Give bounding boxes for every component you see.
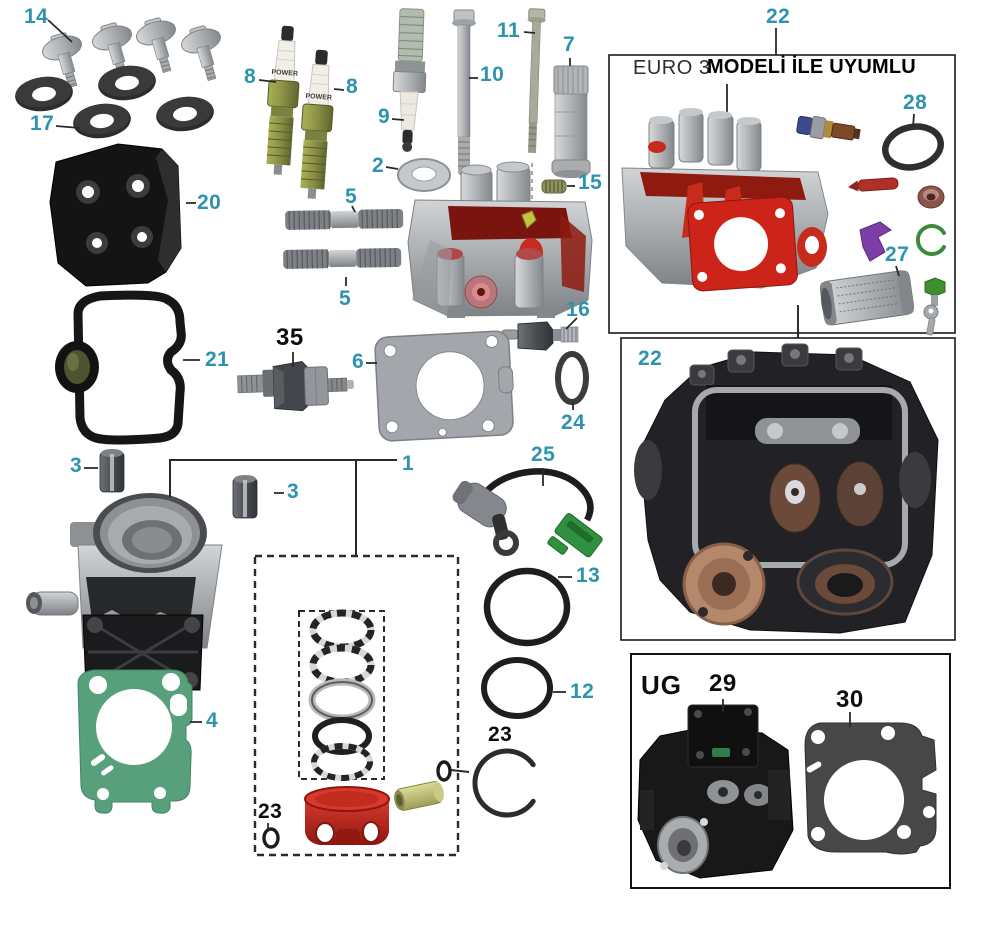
callout-5b: 5 bbox=[339, 287, 352, 310]
ug-code: UG bbox=[641, 670, 682, 700]
euro-head-illustration bbox=[621, 84, 829, 292]
callout-23b: 23 bbox=[488, 723, 513, 746]
piston-illustration bbox=[304, 786, 390, 845]
valve-cover-gasket-illustration bbox=[55, 290, 186, 445]
callout-22-photo: 22 bbox=[638, 347, 663, 370]
piston-kit-dashed-box bbox=[253, 554, 460, 857]
ug-box-frame bbox=[630, 653, 951, 889]
callout-9: 9 bbox=[378, 105, 391, 128]
callout-8a: 8 bbox=[244, 65, 257, 88]
temp-sensor-illustration bbox=[501, 321, 579, 351]
callout-24: 24 bbox=[561, 411, 586, 434]
callout-2: 2 bbox=[372, 154, 385, 177]
spark-plug-9-illustration bbox=[392, 8, 427, 152]
photo-head-illustration bbox=[634, 343, 939, 634]
callout-10: 10 bbox=[480, 63, 505, 86]
mount-plate-illustration bbox=[49, 143, 182, 287]
euro-sensor-illustration bbox=[796, 115, 861, 141]
callout-21: 21 bbox=[205, 348, 230, 371]
euro-box-frame bbox=[608, 54, 956, 334]
euro-title-regular: EURO 3 bbox=[633, 57, 711, 79]
oil-pressure-switch-illustration bbox=[237, 361, 354, 412]
callout-6: 6 bbox=[352, 350, 365, 373]
callout-14: 14 bbox=[24, 5, 49, 28]
key-illustration bbox=[923, 304, 939, 336]
plug-brand-text: POWER bbox=[305, 93, 332, 102]
callout-16: 16 bbox=[566, 298, 591, 321]
spring-illustration bbox=[541, 179, 567, 194]
red-pin-illustration bbox=[848, 177, 899, 192]
callout-12: 12 bbox=[570, 680, 595, 703]
spark-plug-cap-illustration bbox=[452, 468, 603, 558]
green-circlip-illustration bbox=[915, 224, 946, 256]
oring-12-illustration bbox=[481, 657, 553, 719]
studs-illustration bbox=[282, 208, 404, 270]
callout-7: 7 bbox=[563, 33, 576, 56]
ug-gasket-illustration bbox=[804, 722, 937, 855]
circlip-small-2-illustration bbox=[436, 760, 470, 782]
callout-30: 30 bbox=[836, 686, 864, 713]
oring-13-illustration bbox=[483, 567, 571, 647]
circlip-small-illustration bbox=[262, 827, 280, 849]
callout-4: 4 bbox=[206, 709, 219, 732]
callout-5a: 5 bbox=[345, 185, 358, 208]
callout-28: 28 bbox=[903, 91, 928, 114]
oval-oring-illustration bbox=[555, 351, 589, 405]
euro-title-bold: MODELİ İLE UYUMLU bbox=[707, 56, 916, 78]
base-gasket-illustration bbox=[77, 669, 193, 814]
oring-28-illustration bbox=[882, 123, 944, 171]
wrist-pin-illustration bbox=[394, 781, 444, 811]
tappet-27-illustration bbox=[819, 270, 915, 326]
callout-3b: 3 bbox=[287, 480, 300, 503]
callout-1: 1 bbox=[402, 452, 415, 475]
callout-23a: 23 bbox=[258, 800, 283, 823]
callout-27: 27 bbox=[885, 243, 910, 266]
guide-tube-illustration bbox=[551, 65, 591, 178]
callout-22-euro: 22 bbox=[766, 5, 791, 28]
photo-box-frame bbox=[620, 305, 956, 641]
seal-cup-illustration bbox=[917, 185, 945, 209]
callout-17: 17 bbox=[30, 112, 55, 135]
main-cylinder-head-illustration bbox=[407, 161, 593, 318]
kit-bracket-lines bbox=[169, 459, 397, 556]
cylinder-block-illustration bbox=[26, 493, 223, 691]
purple-clip-illustration bbox=[859, 221, 892, 262]
green-bolt-illustration bbox=[924, 277, 946, 306]
piston-rings-illustration bbox=[308, 609, 376, 781]
ug-head-illustration bbox=[637, 704, 794, 879]
callout-15: 15 bbox=[578, 171, 603, 194]
head-gasket-illustration bbox=[374, 330, 514, 442]
spark-plugs-illustration: POWER POWER bbox=[266, 25, 334, 199]
callout-13: 13 bbox=[576, 564, 601, 587]
callout-29: 29 bbox=[709, 670, 737, 697]
callout-20: 20 bbox=[197, 191, 222, 214]
plug-washer-illustration bbox=[397, 158, 451, 192]
callout-3a: 3 bbox=[70, 454, 83, 477]
callout-8b: 8 bbox=[346, 75, 359, 98]
leader-lines bbox=[47, 19, 915, 831]
long-bolt-illustration bbox=[452, 9, 476, 179]
thin-bolt-illustration bbox=[527, 8, 546, 154]
callout-35: 35 bbox=[276, 324, 304, 351]
callout-11: 11 bbox=[497, 19, 521, 42]
callout-25: 25 bbox=[531, 443, 556, 466]
circlip-large-illustration bbox=[472, 748, 536, 818]
plug-brand-text: POWER bbox=[271, 69, 298, 78]
